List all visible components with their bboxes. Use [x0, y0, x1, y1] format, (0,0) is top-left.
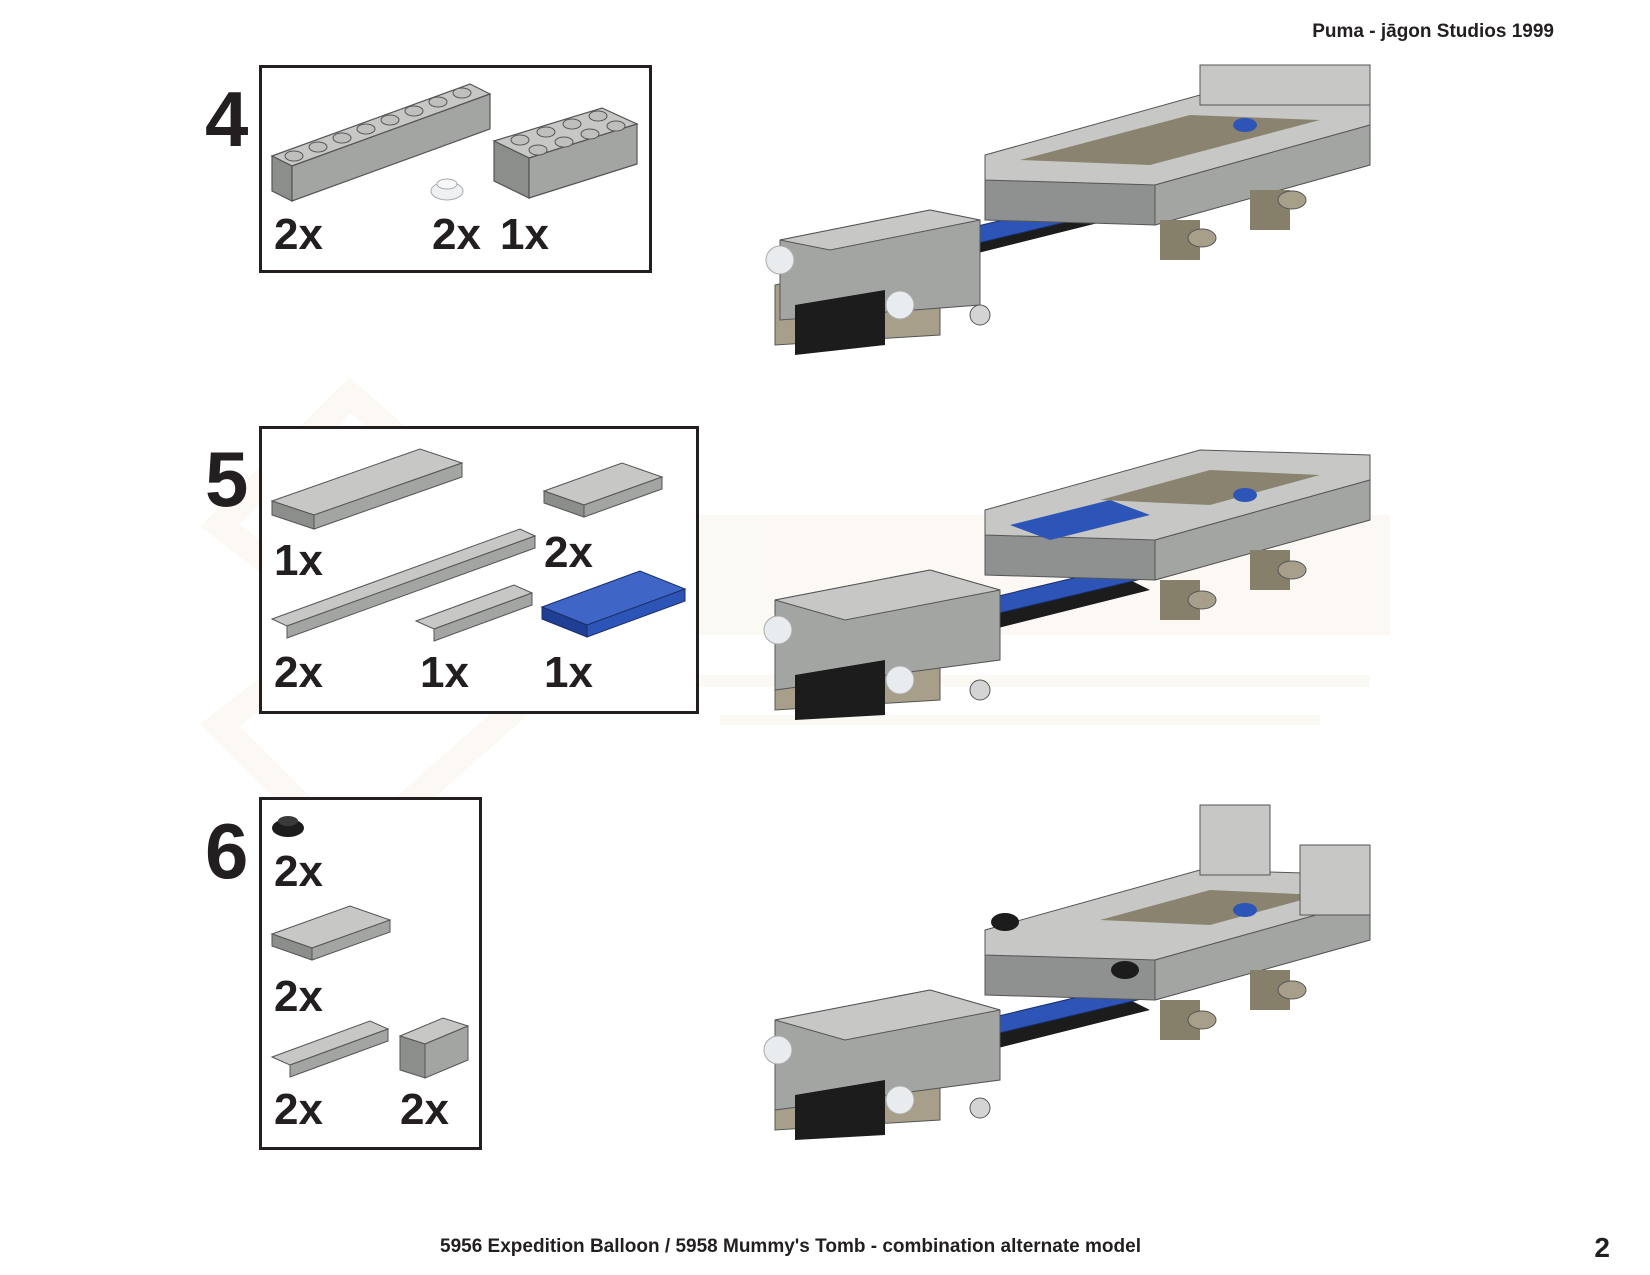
part-quantity: 2x: [432, 210, 481, 259]
step-number: 4: [205, 75, 249, 163]
part-quantity: 1x: [500, 210, 549, 259]
brick-1x2-light-gray-icon: [398, 1017, 470, 1079]
footer-model-title: 5956 Expedition Balloon / 5958 Mummy's T…: [440, 1236, 1141, 1257]
step-number: 6: [205, 807, 249, 895]
assembly-illustration-step-6: [763, 804, 1371, 1140]
parts-callout-box: 1x 2x 2x 1x 1x: [259, 426, 699, 714]
part-quantity: 2x: [274, 1085, 323, 1134]
plate-1x4-light-gray-icon: [414, 584, 534, 642]
header-credit: Puma - jāgon Studios 1999: [1312, 21, 1554, 42]
part-quantity: 1x: [274, 536, 323, 585]
part-quantity: 2x: [274, 648, 323, 697]
brick-2x4-light-gray-icon: [492, 107, 639, 199]
brick-1x8-light-gray-icon: [270, 83, 492, 202]
page-number: 2: [1594, 1232, 1610, 1263]
plate-1x10-light-gray-icon: [270, 528, 537, 639]
part-quantity: 1x: [544, 648, 593, 697]
parts-callout-box: 2x 2x 2x 2x: [259, 797, 482, 1150]
part-quantity: 2x: [274, 972, 323, 1021]
part-quantity: 1x: [420, 648, 469, 697]
part-quantity: 2x: [544, 528, 593, 577]
round-plate-1x1-black-icon: [272, 816, 304, 837]
plate-1x4-light-gray-icon: [270, 1020, 390, 1078]
round-plate-1x1-clear-icon: [430, 178, 464, 201]
assembly-illustration-step-4: [765, 64, 1371, 355]
parts-callout-box: 2x 2x 1x: [259, 65, 652, 273]
part-quantity: 2x: [274, 847, 323, 896]
assembly-illustration-step-5: [763, 449, 1371, 720]
part-quantity: 2x: [400, 1085, 449, 1134]
plate-2x3-light-gray-icon: [542, 462, 664, 518]
step-number: 5: [205, 435, 249, 523]
plate-2x3-light-gray-icon: [270, 905, 392, 961]
part-quantity: 2x: [274, 210, 323, 259]
plate-2x4-blue-icon: [540, 570, 687, 638]
plate-2x6-light-gray-icon: [270, 448, 464, 530]
